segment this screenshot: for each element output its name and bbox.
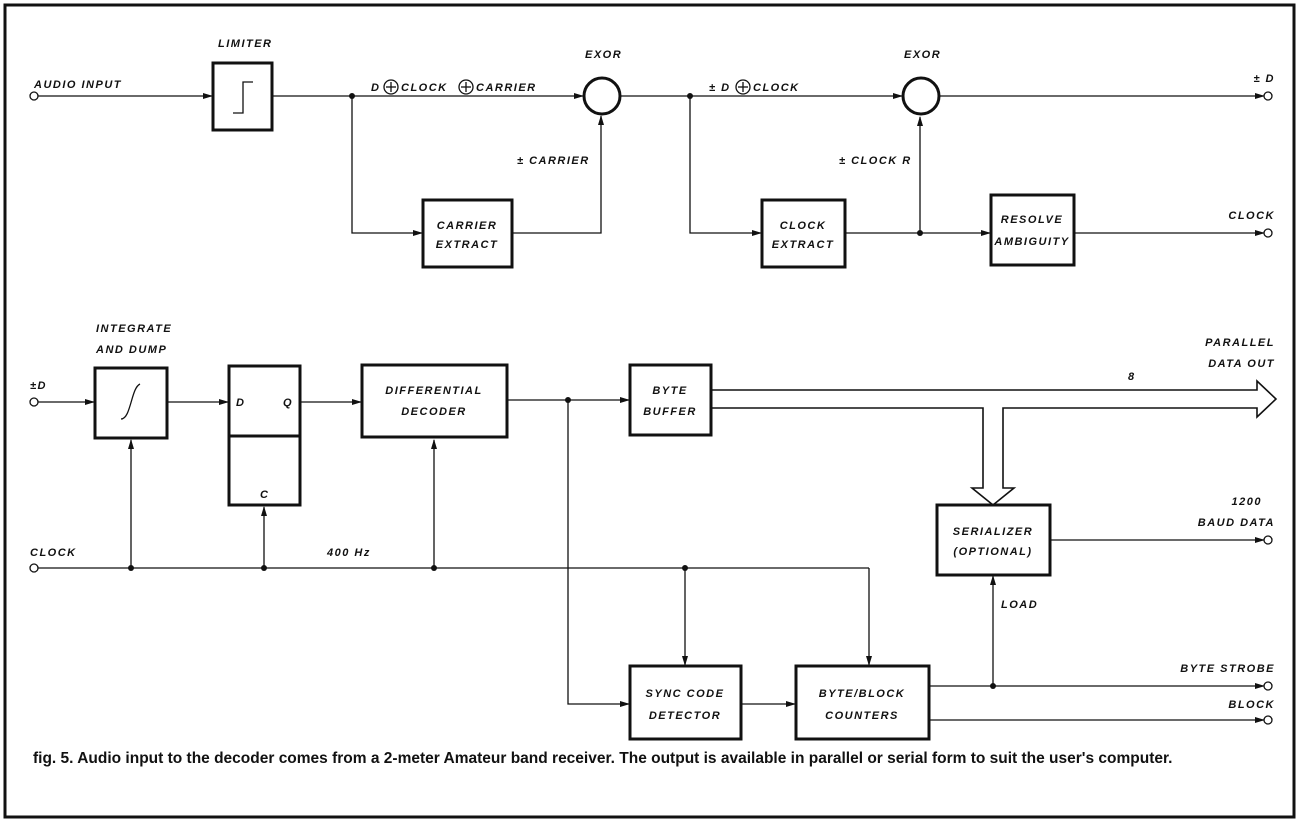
sync-code-label-1: SYNC CODE	[646, 688, 725, 700]
bus-width-label: 8	[1128, 371, 1136, 383]
resolve-ambiguity-label-1: RESOLVE	[1001, 214, 1063, 226]
pm-d-label: ± D	[709, 82, 731, 94]
clock-extract-label-1: CLOCK	[780, 220, 827, 232]
byte-buffer-label-2: BUFFER	[643, 406, 697, 418]
junction-dot	[431, 565, 437, 571]
signal-label-d: D	[371, 82, 380, 94]
bottom-wires	[38, 397, 1265, 723]
block-terminal	[1263, 715, 1273, 725]
clock-output-terminal	[1263, 228, 1273, 238]
pm-d-input-label: ±D	[30, 380, 47, 392]
integrate-label-1: INTEGRATE	[96, 323, 172, 335]
exor-1-label: EXOR	[585, 49, 622, 61]
parallel-data-bus-arrow	[711, 379, 1278, 507]
pm-carrier-label: ± CARRIER	[517, 155, 590, 167]
400hz-label: 400 Hz	[326, 547, 371, 559]
carrier-extract-block	[421, 198, 514, 269]
byte-block-counters-block	[794, 664, 931, 741]
junction-dot	[917, 230, 923, 236]
flip-flop-c-label: C	[260, 489, 269, 501]
signal-label-carrier: CARRIER	[476, 82, 537, 94]
baud-data-terminal	[1263, 535, 1273, 545]
pm-clock-r-label: ± CLOCK R	[839, 155, 912, 167]
clock-extract-block	[760, 198, 847, 269]
carrier-extract-label-1: CARRIER	[437, 220, 498, 232]
differential-decoder-label-2: DECODER	[401, 406, 467, 418]
pm-d-output-label: ± D	[1253, 73, 1275, 85]
junction-dot	[990, 683, 996, 689]
byte-strobe-label: BYTE STROBE	[1180, 663, 1275, 675]
junction-dot	[128, 565, 134, 571]
audio-input-label: AUDIO INPUT	[33, 79, 122, 91]
clock-output-label: CLOCK	[1228, 210, 1275, 222]
figure-caption: fig. 5. Audio input to the decoder comes…	[33, 750, 1173, 767]
parallel-data-label-1: PARALLEL	[1205, 337, 1275, 349]
junction-dot	[687, 93, 693, 99]
byte-strobe-terminal	[1263, 681, 1273, 691]
junction-dot	[682, 565, 688, 571]
limiter-symbol	[233, 81, 253, 114]
limiter-label: LIMITER	[218, 38, 273, 50]
exor-gate-2	[901, 76, 941, 116]
exor-2-label: EXOR	[904, 49, 941, 61]
pm-d-output-terminal	[1263, 91, 1273, 101]
byte-block-label-1: BYTE/BLOCK	[819, 688, 906, 700]
junction-dot	[565, 397, 571, 403]
junction-dot	[349, 93, 355, 99]
byte-block-label-2: COUNTERS	[825, 710, 899, 722]
oplus-icon	[383, 79, 399, 95]
flip-flop-d-label: D	[236, 397, 245, 409]
clock-input-terminal	[29, 563, 39, 573]
sync-code-detector-block	[628, 664, 743, 741]
flip-flop-upper	[227, 364, 302, 438]
byte-buffer-label-1: BYTE	[652, 385, 687, 397]
figure-border	[3, 3, 1296, 819]
differential-decoder-block	[360, 363, 509, 439]
clock-input-label: CLOCK	[30, 547, 77, 559]
resolve-ambiguity-block	[989, 193, 1076, 267]
integrate-label-2: AND DUMP	[95, 344, 167, 356]
junction-dot	[261, 565, 267, 571]
load-label: LOAD	[1001, 599, 1038, 611]
audio-input-terminal	[29, 91, 39, 101]
flip-flop-q-label: Q	[283, 397, 293, 409]
top-wires	[38, 93, 1265, 236]
clock-signal-label: CLOCK	[753, 82, 800, 94]
byte-buffer-block	[628, 363, 713, 437]
pm-d-input-terminal	[29, 397, 39, 407]
integrator-symbol	[120, 383, 141, 420]
exor-gate-1	[582, 76, 622, 116]
resolve-ambiguity-label-2: AMBIGUITY	[993, 236, 1069, 248]
serializer-label-2: (OPTIONAL)	[953, 546, 1032, 558]
carrier-extract-label-2: EXTRACT	[436, 239, 498, 251]
baud-data-label-2: BAUD DATA	[1198, 517, 1275, 529]
oplus-icon	[735, 79, 751, 95]
flip-flop-lower	[227, 434, 302, 507]
clock-extract-label-2: EXTRACT	[772, 239, 834, 251]
serializer-label-1: SERIALIZER	[953, 526, 1033, 538]
parallel-data-label-2: DATA OUT	[1208, 358, 1275, 370]
block-label: BLOCK	[1228, 699, 1275, 711]
baud-data-label-1: 1200	[1232, 496, 1262, 508]
sync-code-label-2: DETECTOR	[649, 710, 721, 722]
serializer-block	[935, 503, 1052, 577]
oplus-icon	[458, 79, 474, 95]
differential-decoder-label-1: DIFFERENTIAL	[385, 385, 482, 397]
signal-label-clock: CLOCK	[401, 82, 448, 94]
